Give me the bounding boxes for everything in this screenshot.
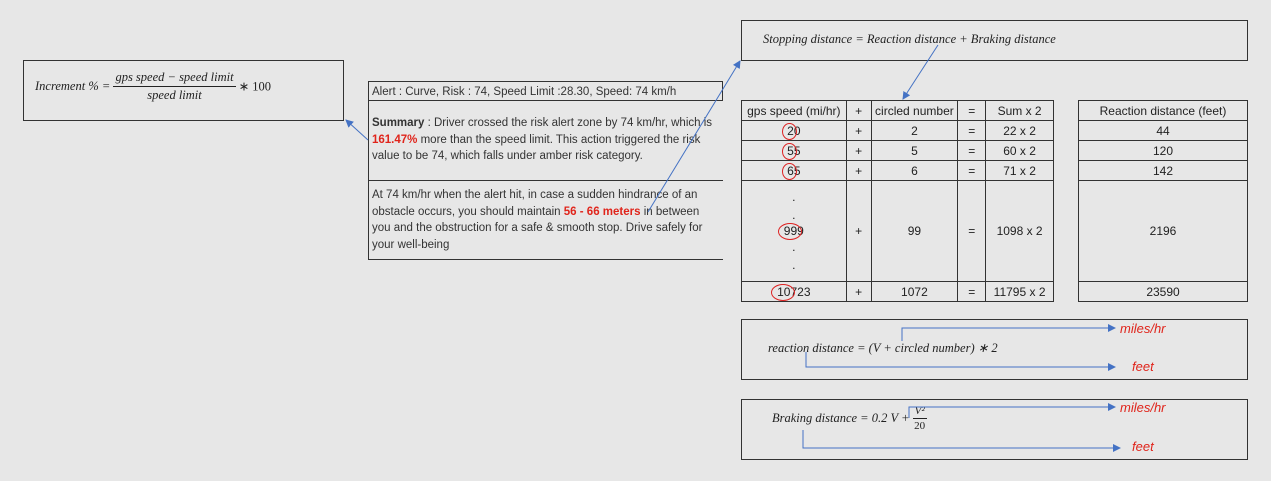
alert-header: Alert : Curve, Risk : 74, Speed Limit :2… xyxy=(368,81,723,101)
advice-text-2: in between you and the obstruction for a… xyxy=(372,205,703,251)
sum-cell: 60 x 2 xyxy=(985,140,1054,161)
plus-cell: + xyxy=(845,281,872,302)
gps-speed-cell: 10723 xyxy=(741,281,847,302)
increment-formula-lhs: Increment % = xyxy=(35,79,111,93)
reaction-value: 44 xyxy=(1078,120,1248,141)
braking-unit-miles: miles/hr xyxy=(1120,400,1166,415)
increment-fraction: gps speed − speed limit speed limit xyxy=(113,70,236,103)
reaction-unit-feet: feet xyxy=(1132,359,1154,374)
reaction-formula-box: reaction distance = (V + circled number)… xyxy=(741,319,1248,380)
braking-fraction: V² 20 xyxy=(912,405,927,432)
arrow-reaction-feet xyxy=(805,352,1116,371)
alert-advice: At 74 km/hr when the alert hit, in case … xyxy=(368,181,723,260)
trailing-digit: 5 xyxy=(793,143,801,158)
summary-percent: 161.47% xyxy=(372,133,418,146)
advice-text-1: At 74 km/hr when the alert hit, in case … xyxy=(372,189,698,218)
arrow-advice-to-stopping xyxy=(647,60,741,213)
trailing-digit: 5 xyxy=(793,163,801,178)
circled-digit: 5 xyxy=(782,142,797,160)
braking-formula-box: Braking distance = 0.2 V + V² 20 miles/h… xyxy=(741,399,1248,460)
table-row: .. 999 .. + 99 = 1098 x 2 xyxy=(741,180,1054,282)
header-gps-speed: gps speed (mi/hr) xyxy=(741,100,847,121)
header-circled-number: circled number xyxy=(870,100,959,121)
stopping-distance-formula: Stopping distance = Reaction distance + … xyxy=(763,32,1056,46)
braking-denominator: 20 xyxy=(914,420,926,432)
trailing-digit: 0 xyxy=(793,123,801,138)
summary-text-2: more than the speed limit. This action t… xyxy=(372,133,701,163)
reaction-value: 142 xyxy=(1078,160,1248,181)
table-row: 10723 + 1072 = 11795 x 2 xyxy=(741,281,1054,302)
gps-speed-value: 999 xyxy=(742,223,846,240)
reaction-value: 23590 xyxy=(1078,281,1248,302)
circled-digit: 2 xyxy=(782,122,797,140)
alert-header-text: Alert : Curve, Risk : 74, Speed Limit :2… xyxy=(372,86,677,98)
increment-formula: Increment % = gps speed − speed limit sp… xyxy=(35,70,271,103)
alert-panel: Alert : Curve, Risk : 74, Speed Limit :2… xyxy=(368,81,723,260)
summary-text-1: : Driver crossed the risk alert zone by … xyxy=(424,117,713,129)
header-sum: Sum x 2 xyxy=(985,100,1054,121)
braking-unit-feet: feet xyxy=(1132,439,1154,454)
summary-label: Summary xyxy=(372,117,425,129)
alert-summary: Summary : Driver crossed the risk alert … xyxy=(368,101,723,181)
table-row: 20 + 2 = 22 x 2 xyxy=(741,120,1054,141)
sum-cell: 11795 x 2 xyxy=(985,281,1054,302)
speed-calculation-table: gps speed (mi/hr) + circled number = Sum… xyxy=(741,100,1054,302)
increment-numerator: gps speed − speed limit xyxy=(113,70,236,87)
ellipsis-dots-top: .. xyxy=(792,190,796,222)
reaction-unit-miles: miles/hr xyxy=(1120,321,1166,336)
reaction-header: Reaction distance (feet) xyxy=(1078,100,1248,121)
sum-cell: 1098 x 2 xyxy=(985,180,1054,282)
arrow-reaction-miles xyxy=(901,324,1116,341)
circled-digit: 1072 xyxy=(771,283,804,301)
gps-speed-cell: .. 999 .. xyxy=(741,180,847,282)
braking-formula-lhs: Braking distance = 0.2 V + xyxy=(772,411,910,425)
number-cell: 99 xyxy=(870,180,959,282)
sum-cell: 22 x 2 xyxy=(985,120,1054,141)
circled-digit: 6 xyxy=(782,162,797,180)
table-header-row: gps speed (mi/hr) + circled number = Sum… xyxy=(741,100,1054,121)
arrow-summary-to-increment xyxy=(345,119,369,141)
arrow-braking-miles xyxy=(908,403,1116,418)
reaction-formula: reaction distance = (V + circled number)… xyxy=(768,341,998,355)
equals-cell: = xyxy=(957,281,987,302)
stopping-distance-box: Stopping distance = Reaction distance + … xyxy=(741,20,1248,61)
circled-digit: 99 xyxy=(777,223,803,240)
ellipsis-dots-bottom: .. xyxy=(792,240,796,272)
increment-denominator: speed limit xyxy=(147,88,202,102)
number-cell: 1072 xyxy=(870,281,959,302)
sum-cell: 71 x 2 xyxy=(985,160,1054,181)
braking-formula: Braking distance = 0.2 V + V² 20 xyxy=(772,405,927,432)
braking-numerator: V² xyxy=(912,405,927,419)
arrow-braking-feet xyxy=(802,430,1121,452)
increment-formula-box: Increment % = gps speed − speed limit sp… xyxy=(23,60,344,121)
increment-multiplier: ∗ 100 xyxy=(238,79,272,94)
reaction-distance-table: Reaction distance (feet) 44 120 142 2196… xyxy=(1078,100,1248,302)
trailing-digit: 3 xyxy=(803,284,811,299)
arrow-stopping-to-table xyxy=(902,44,939,100)
advice-distance: 56 - 66 meters xyxy=(563,205,641,218)
